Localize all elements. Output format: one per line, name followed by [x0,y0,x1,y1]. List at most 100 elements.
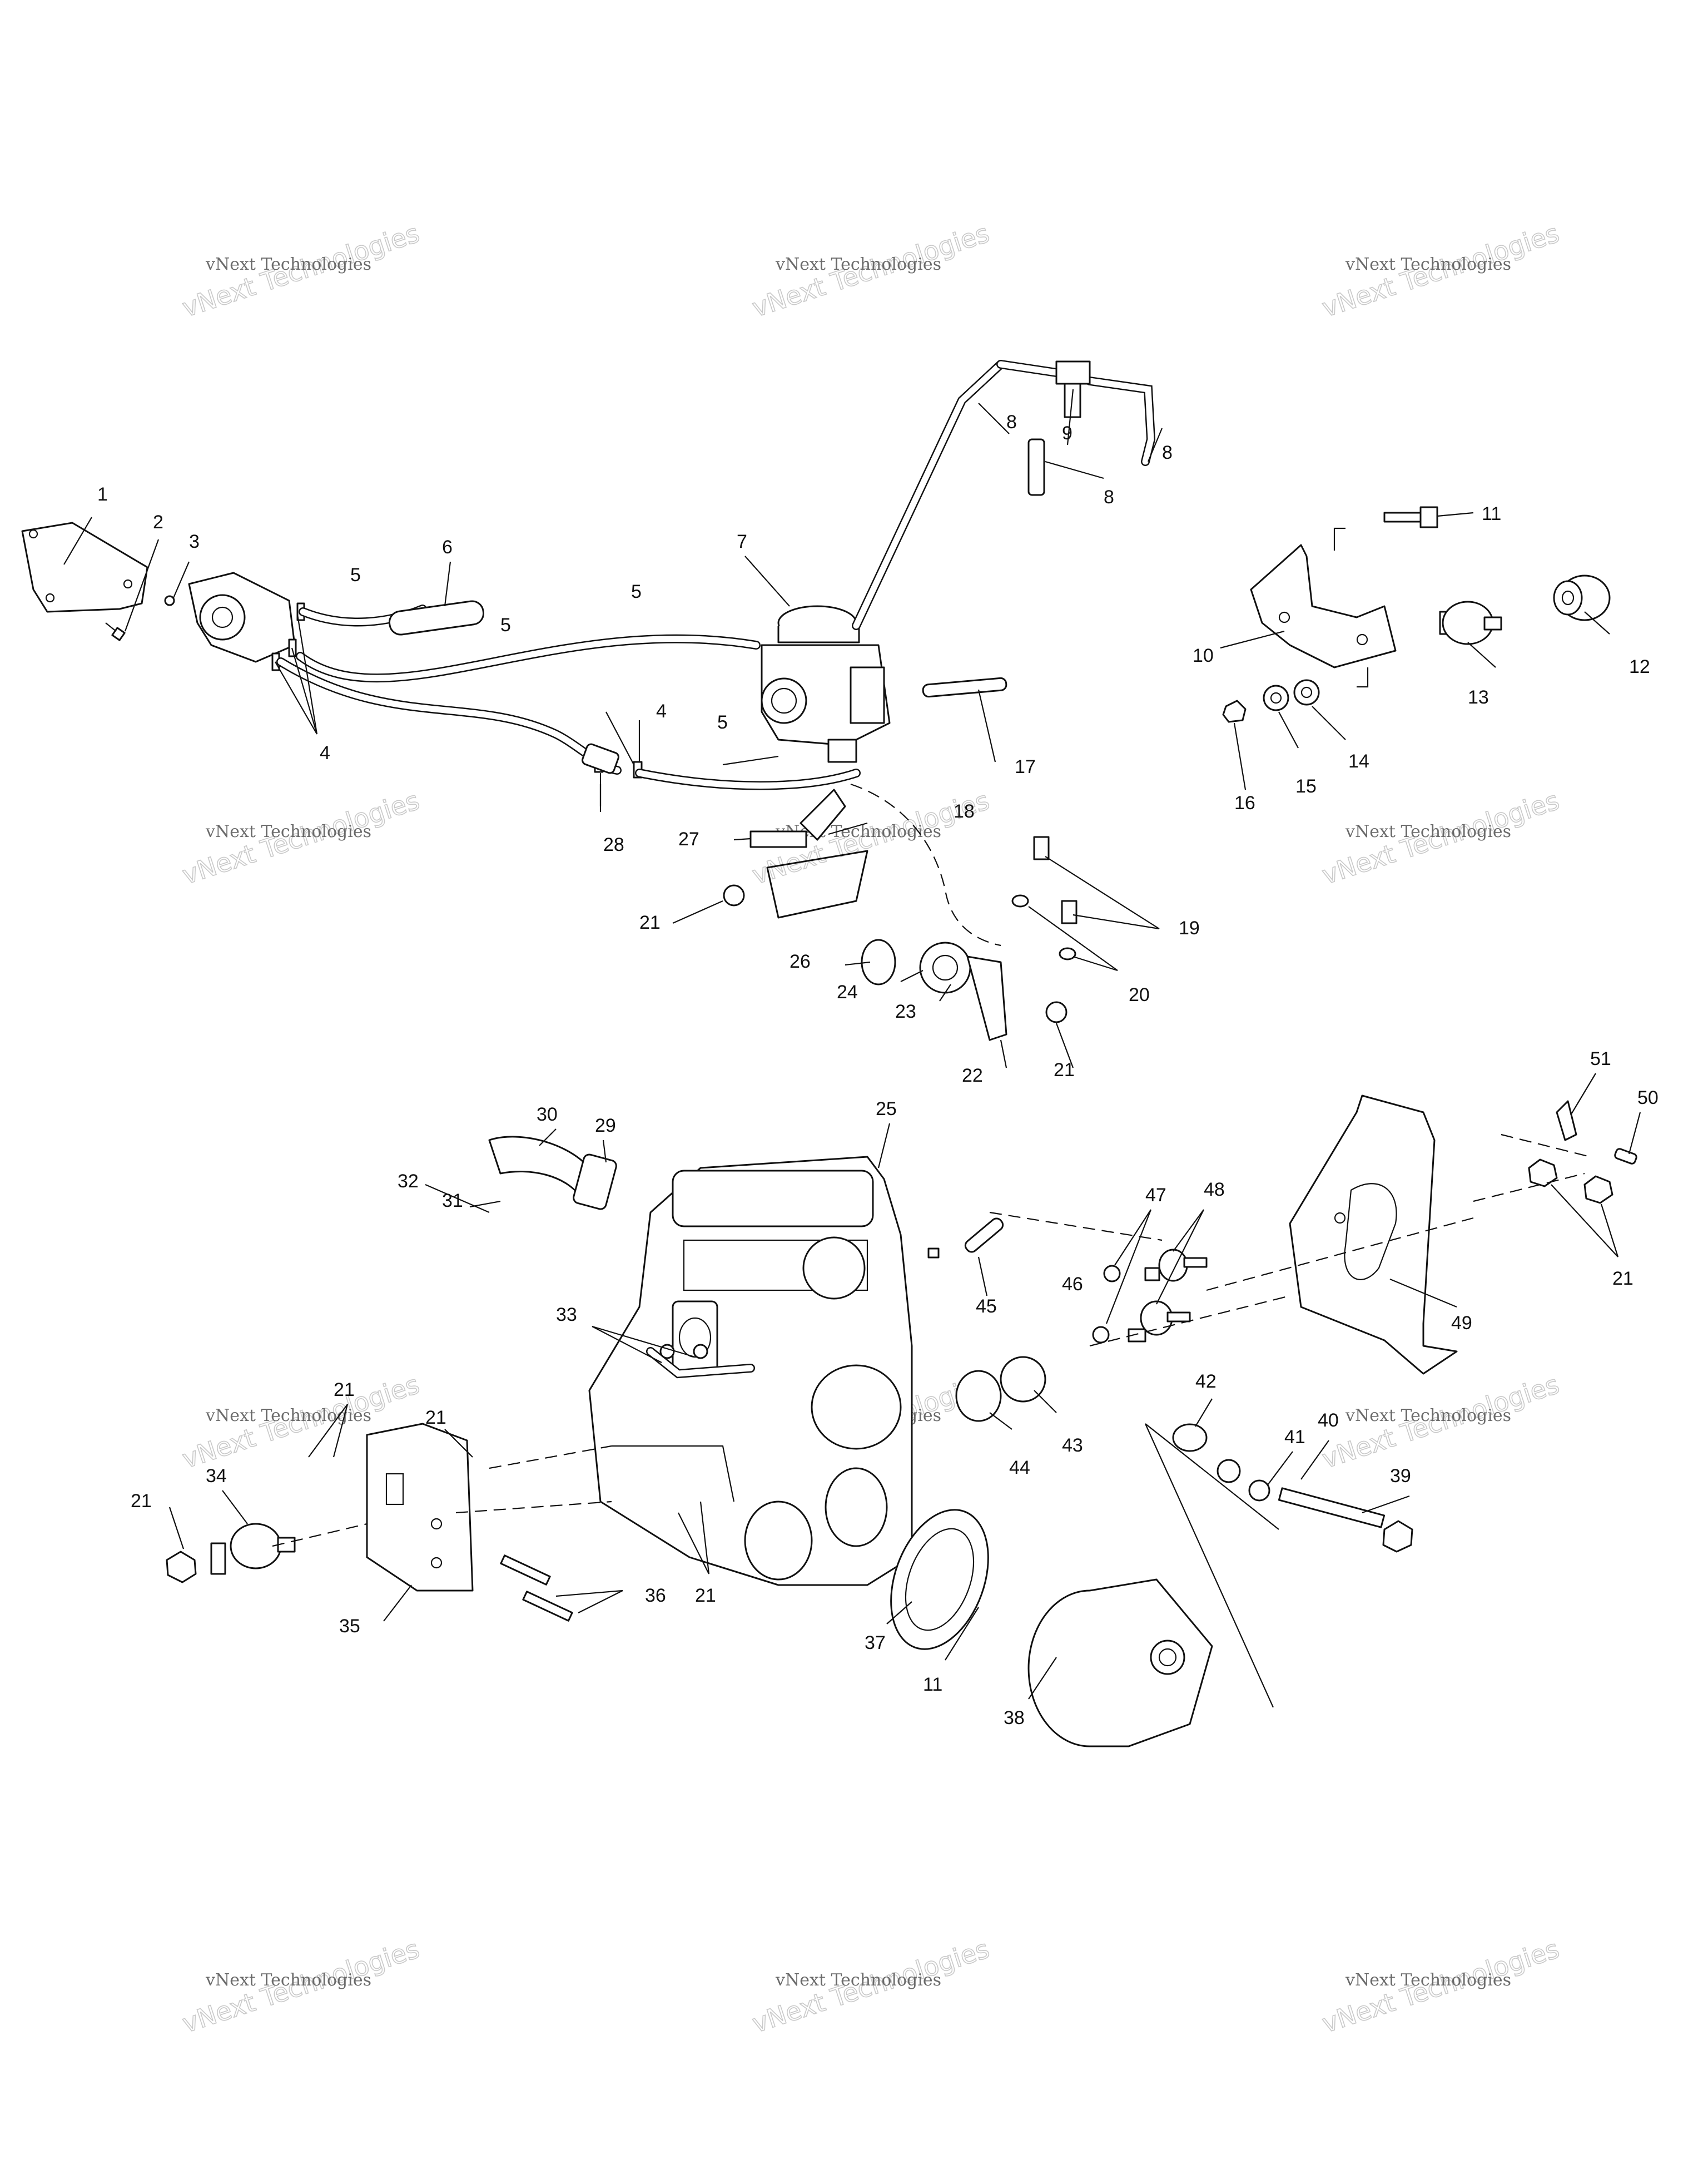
callout-8: 8 [1006,412,1017,433]
spacer-bushing [1553,575,1611,621]
fuel-line-sleeve [388,600,485,636]
mount-bolt [1383,506,1438,528]
callout-46: 46 [1062,1274,1083,1295]
engine-mount-plate [366,1423,474,1592]
callout-9: 9 [1062,423,1073,444]
callout-1: 1 [97,484,108,505]
callout-4b: 4 [656,701,667,722]
callout-19: 19 [1179,918,1200,939]
watermark-small: vNext Technologies [775,255,941,274]
callout-8c: 8 [1104,487,1114,508]
front-rubber-mount [166,1523,296,1583]
callout-14: 14 [1348,751,1369,772]
callout-8b: 8 [1162,442,1173,463]
intake-boot [488,1136,617,1210]
callout-28: 28 [603,834,624,855]
side-mount-nuts [1528,1100,1637,1204]
rubber-mount [1439,601,1502,645]
callout-11b: 11 [923,1674,942,1695]
callout-16: 16 [1234,793,1255,814]
callout-31: 31 [442,1190,463,1211]
callout-6: 6 [442,537,453,558]
callout-45: 45 [976,1296,997,1317]
callout-5d: 5 [717,712,728,733]
callout-22: 22 [962,1065,983,1086]
engine-block [588,1156,913,1586]
watermark-small: vNext Technologies [1345,1406,1511,1425]
callout-34: 34 [206,1465,227,1487]
vent-tubes [852,360,1156,698]
callout-12: 12 [1629,656,1650,677]
callout-5b: 5 [631,581,642,602]
callout-20: 20 [1129,984,1150,1006]
callout-18: 18 [954,801,975,822]
drive-clutch [1027,1578,1213,1747]
callout-30: 30 [537,1104,558,1125]
callout-25: 25 [876,1098,897,1120]
callout-3: 3 [189,531,200,552]
callout-42: 42 [1195,1371,1217,1392]
callout-21b: 21 [1054,1059,1075,1081]
callout-43: 43 [1062,1435,1083,1456]
watermark-small: vNext Technologies [775,1970,941,1990]
callout-35: 35 [339,1616,360,1637]
callout-32: 32 [398,1171,419,1192]
assembly-guide-lines [272,1133,1591,1708]
watermark-small: vNext Technologies [205,822,371,841]
callout-21: 21 [639,912,661,933]
bracket-screw [105,622,126,641]
callout-26: 26 [790,951,811,972]
callout-47: 47 [1145,1185,1166,1206]
callout-21e: 21 [131,1490,152,1512]
callout-2: 2 [153,512,163,533]
callout-37: 37 [865,1632,886,1653]
callout-5: 5 [350,564,361,586]
callout-21d: 21 [425,1407,446,1428]
throttle-linkage [723,783,1078,1041]
watermark-small: vNext Technologies [205,1970,371,1990]
watermark-small: vNext Technologies [1345,822,1511,841]
callout-21f: 21 [695,1585,716,1606]
fuel-pump [164,572,296,663]
watermark-small: vNext Technologies [1345,255,1511,274]
callout-50: 50 [1637,1087,1659,1108]
callout-38: 38 [1004,1707,1025,1729]
callout-27: 27 [678,829,699,850]
callout-29: 29 [595,1115,616,1136]
callout-labels: 1 2 3 4 5 6 5 5 7 8 9 8 8 11 10 12 13 14… [97,412,1659,1729]
callout-5c: 5 [500,615,511,636]
clutch-bolt [1172,1423,1413,1553]
side-mount-studs [1092,1249,1208,1344]
callout-10: 10 [1193,645,1214,666]
callout-21g: 21 [1612,1268,1633,1289]
callout-33: 33 [556,1304,577,1325]
leader-lines [63,389,1641,1700]
callout-51: 51 [1590,1048,1611,1069]
callout-49: 49 [1451,1313,1472,1334]
engine-mount-bracket [1250,527,1397,688]
watermark-small: vNext Technologies [1345,1970,1511,1990]
callout-40: 40 [1318,1410,1339,1431]
callout-24: 24 [837,982,858,1003]
carburetor [761,605,891,763]
callout-13: 13 [1468,687,1489,708]
mount-bolts [500,1554,573,1622]
callout-17: 17 [1015,756,1036,777]
fuel-pump-bracket [21,522,148,613]
nut-washers [1222,679,1320,723]
clutch-plate [890,1509,989,1650]
callout-44: 44 [1009,1457,1030,1478]
callout-21c: 21 [334,1379,355,1400]
callout-48: 48 [1204,1179,1225,1200]
callout-4: 4 [320,742,330,764]
callout-36: 36 [645,1585,666,1606]
callout-7: 7 [737,531,747,552]
callout-39: 39 [1390,1465,1411,1487]
callout-41: 41 [1284,1427,1305,1448]
callout-11: 11 [1482,503,1501,524]
callout-15: 15 [1295,776,1317,797]
side-mount-bracket [1289,1095,1458,1375]
callout-23: 23 [895,1001,916,1022]
watermark-small: vNext Technologies [205,255,371,274]
